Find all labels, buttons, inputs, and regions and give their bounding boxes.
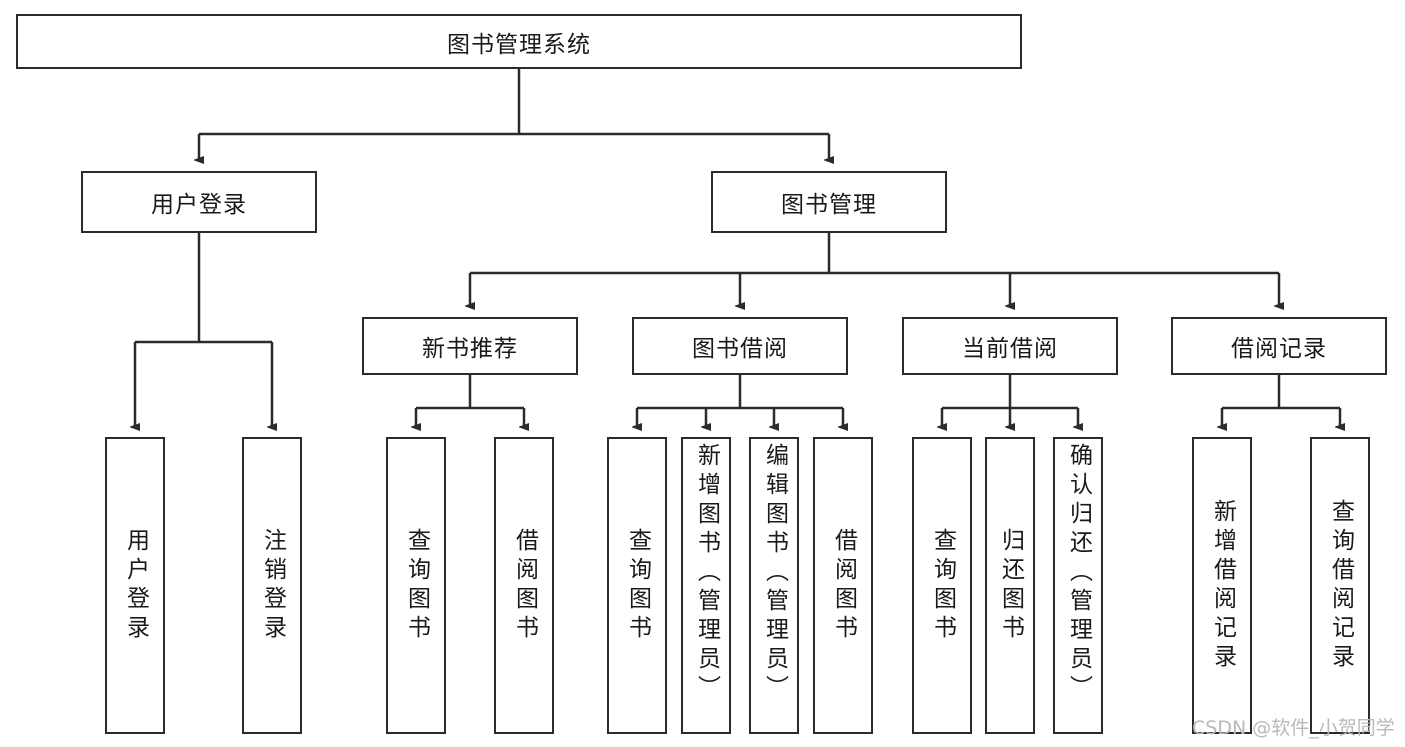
node-label: 用户登录 [151,192,247,218]
node-label: 查询借阅记录 [1327,498,1354,673]
node-user-login[interactable]: 用户登录 [81,171,317,233]
node-label: 图书管理系统 [447,31,591,58]
node-borrow-record[interactable]: 借阅记录 [1171,317,1387,375]
node-label: 图书借阅 [692,336,788,362]
node-label: 借阅图书 [511,527,538,644]
node-label: 借阅图书 [830,527,857,644]
leaf-logout-login[interactable]: 注销登录 [242,437,302,734]
node-root-system[interactable]: 图书管理系统 [16,14,1022,69]
node-label: 当前借阅 [962,336,1058,362]
node-label: 归还图书 [997,527,1024,644]
node-label: 新书推荐 [422,336,518,362]
node-book-borrow[interactable]: 图书借阅 [632,317,848,375]
node-label: 图书管理 [781,192,877,218]
leaf-add-borrow-record[interactable]: 新增借阅记录 [1192,437,1252,734]
leaf-query-borrow-record[interactable]: 查询借阅记录 [1310,437,1370,734]
node-book-management[interactable]: 图书管理 [711,171,947,233]
node-label: 确认归还（管理员） [1065,443,1092,704]
node-label: 查询图书 [624,527,651,644]
node-label: 借阅记录 [1231,336,1327,362]
node-label: 查询图书 [929,527,956,644]
leaf-edit-book-admin[interactable]: 编辑图书（管理员） [749,437,799,734]
leaf-add-book-admin[interactable]: 新增图书（管理员） [681,437,731,734]
leaf-confirm-return-admin[interactable]: 确认归还（管理员） [1053,437,1103,734]
node-label: 注销登录 [259,527,286,644]
leaf-return-book[interactable]: 归还图书 [985,437,1035,734]
node-current-borrow[interactable]: 当前借阅 [902,317,1118,375]
leaf-borrow-book-2[interactable]: 借阅图书 [813,437,873,734]
leaf-user-login[interactable]: 用户登录 [105,437,165,734]
leaf-query-book-1[interactable]: 查询图书 [386,437,446,734]
leaf-borrow-book-1[interactable]: 借阅图书 [494,437,554,734]
leaf-query-book-2[interactable]: 查询图书 [607,437,667,734]
node-label: 编辑图书（管理员） [761,443,788,704]
node-label: 新增图书（管理员） [693,443,720,704]
node-label: 用户登录 [122,527,149,644]
node-label: 新增借阅记录 [1209,498,1236,673]
leaf-query-book-3[interactable]: 查询图书 [912,437,972,734]
watermark-text: CSDN @软件_小贺同学 [1192,717,1395,739]
node-new-book-recommend[interactable]: 新书推荐 [362,317,578,375]
node-label: 查询图书 [403,527,430,644]
